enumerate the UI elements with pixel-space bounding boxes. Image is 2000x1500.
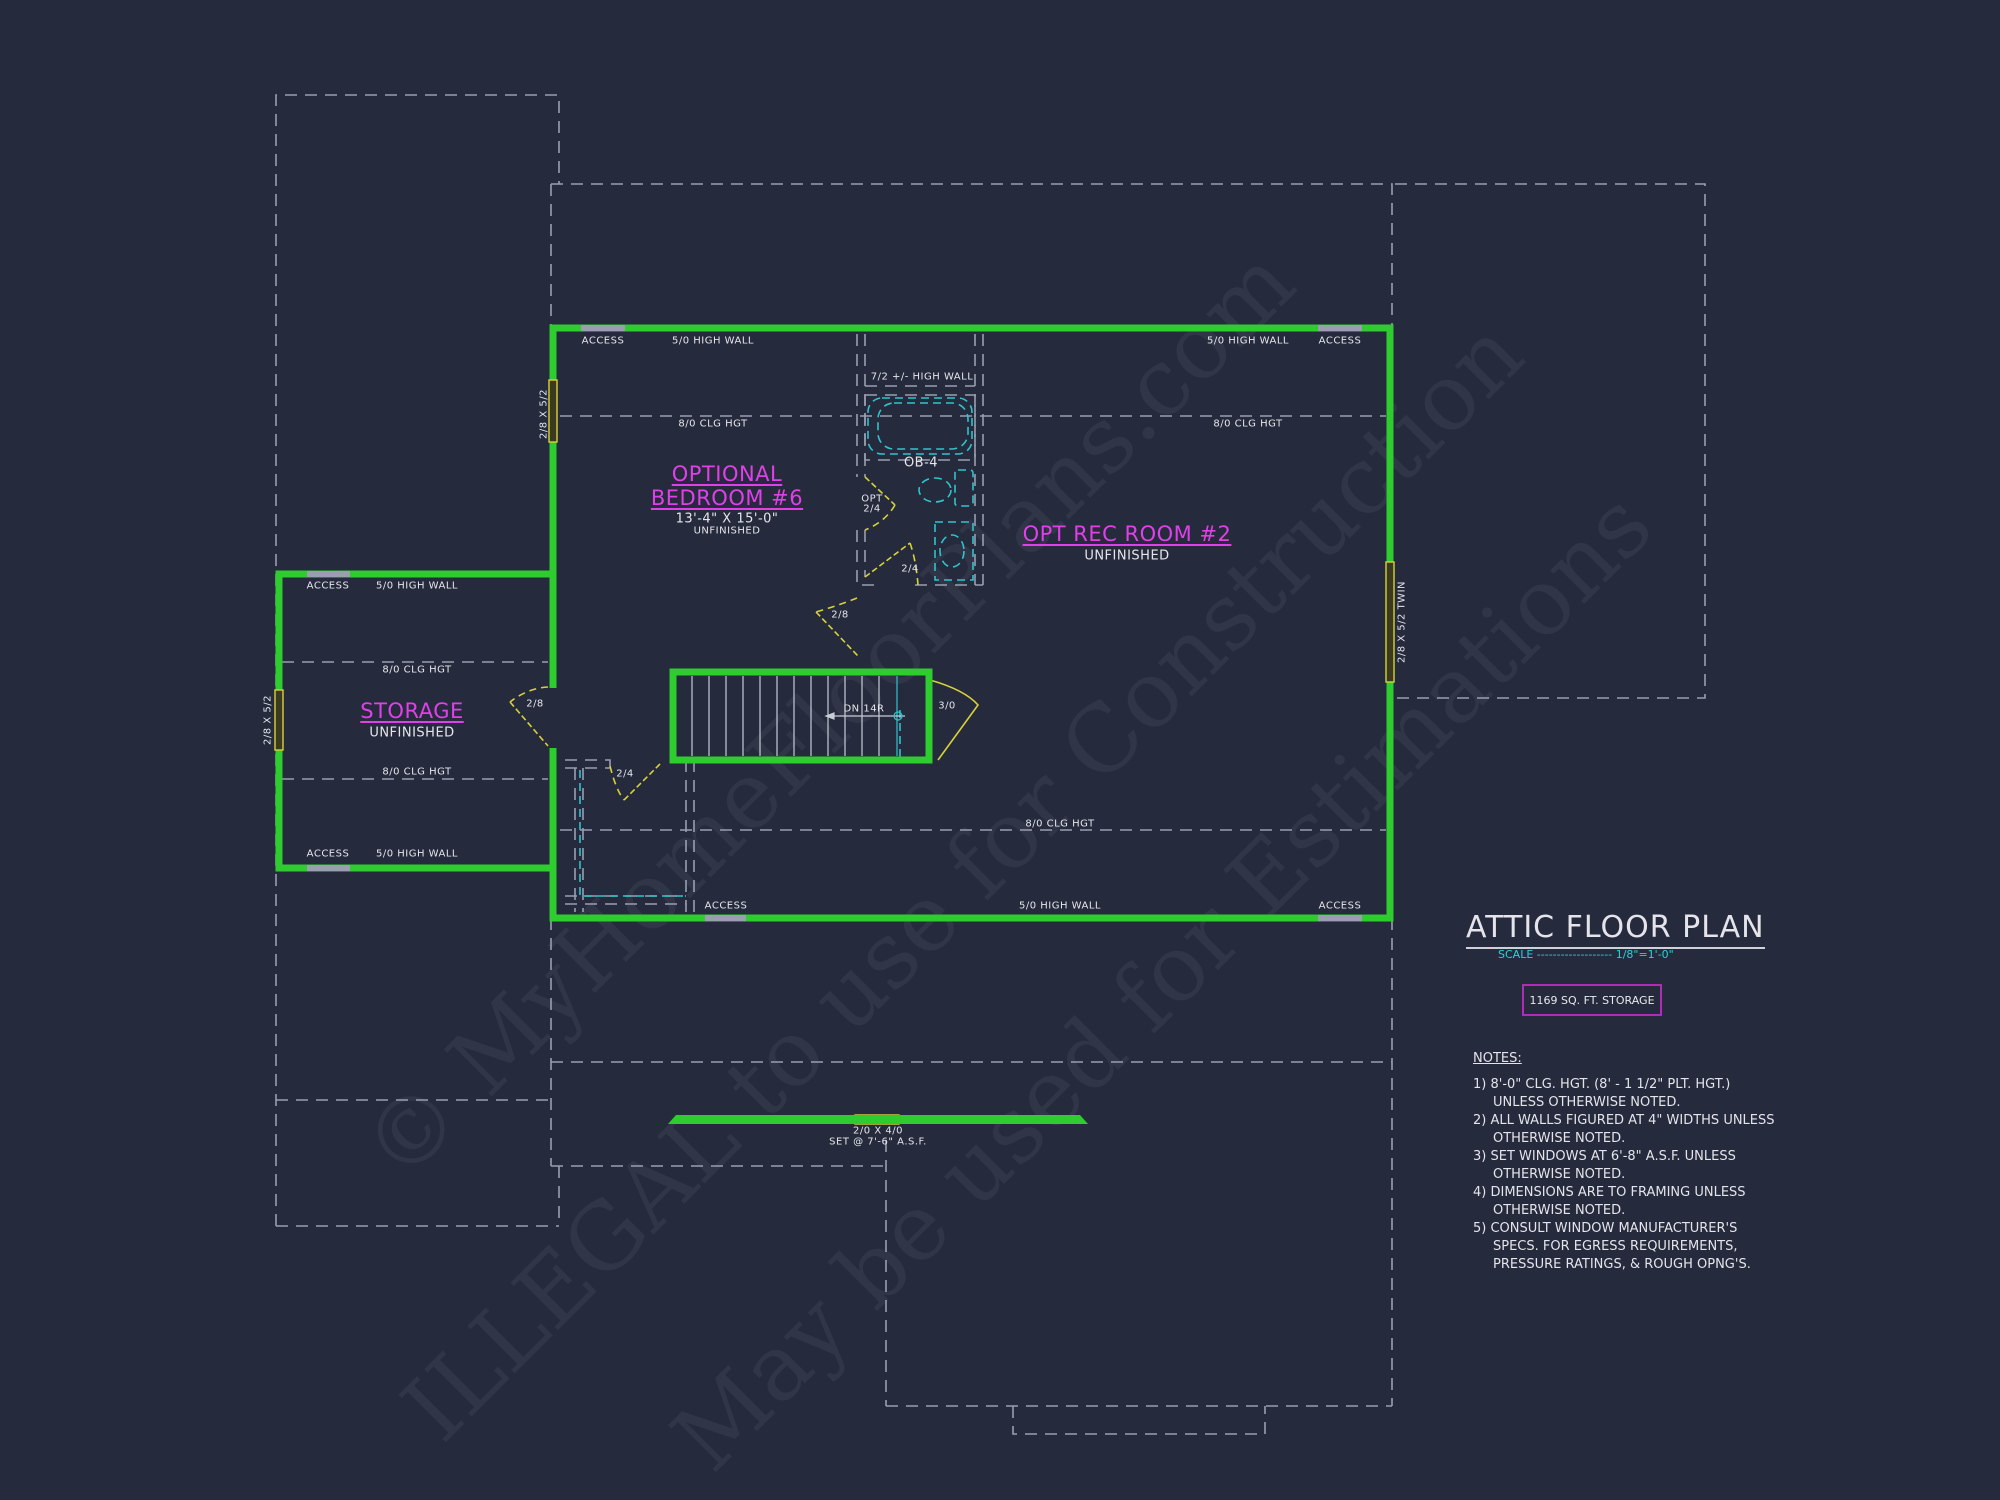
door-label: 2/4 — [616, 768, 634, 780]
door-label: OPT — [861, 493, 883, 505]
high-wall-label: 5/0 HIGH WALL — [375, 848, 459, 860]
room-name-rec-room: OPT REC ROOM #2 — [1022, 522, 1232, 546]
note-item: 5) CONSULT WINDOW MANUFACTURER'S SPECS. … — [1473, 1221, 1751, 1272]
high-wall-label: 5/0 HIGH WALL — [1206, 335, 1290, 347]
stair-label: DN 14R — [843, 703, 885, 715]
high-wall-label: 5/0 HIGH WALL — [671, 335, 755, 347]
access-label: ACCESS — [581, 335, 625, 347]
note-item: 4) DIMENSIONS ARE TO FRAMING UNLESS OTHE… — [1473, 1185, 1746, 1218]
dormer-wall — [668, 1115, 1088, 1124]
drawing-title: ATTIC FLOOR PLAN — [1466, 910, 1765, 949]
door-label: 2/8 — [526, 698, 544, 710]
windows — [274, 379, 1395, 1125]
access-label: ACCESS — [1318, 335, 1362, 347]
stair-treads — [691, 676, 905, 756]
note-item: 2) ALL WALLS FIGURED AT 4" WIDTHS UNLESS… — [1473, 1113, 1775, 1146]
door-label: 2/8 — [831, 609, 849, 621]
clg-hgt-label: 8/0 CLG HGT — [678, 418, 748, 430]
door-label: 2/4 — [863, 503, 881, 515]
area-badge: 1169 SQ. FT. STORAGE — [1522, 984, 1662, 1016]
window-label: SET @ 7'-6" A.S.F. — [829, 1136, 927, 1148]
room-status: UNFINISHED — [369, 725, 455, 741]
access-label: ACCESS — [306, 580, 350, 592]
room-name-storage: STORAGE — [360, 699, 464, 723]
window-label: 2/0 X 4/0 — [853, 1125, 903, 1137]
high-wall-label: 5/0 HIGH WALL — [375, 580, 459, 592]
window-label: 2/8 X 5/2 TWIN — [1396, 581, 1408, 663]
access-label: ACCESS — [704, 900, 748, 912]
scale-label: SCALE ------------------- 1/8"=1'-0" — [1498, 948, 1674, 961]
room-dimensions: 13'-4" X 15'-0" — [675, 511, 779, 527]
room-status: UNFINISHED — [1084, 548, 1170, 564]
door-label: 3/0 — [938, 700, 956, 712]
notes-heading: NOTES: — [1473, 1051, 1522, 1066]
high-wall-label: 5/0 HIGH WALL — [1018, 900, 1102, 912]
bath-wall-note: 7/2 +/- HIGH WALL — [870, 371, 974, 383]
door-label: 2/4 — [901, 563, 919, 575]
clg-hgt-label: 8/0 CLG HGT — [382, 664, 452, 676]
window-label: 2/8 X 5/2 — [262, 695, 274, 745]
note-item: 3) SET WINDOWS AT 6'-8" A.S.F. UNLESS OT… — [1473, 1149, 1736, 1182]
room-name-bedroom: OPTIONAL BEDROOM #6 — [650, 462, 804, 510]
window-label: 2/8 X 5/2 — [538, 389, 550, 439]
note-item: 1) 8'-0" CLG. HGT. (8' - 1 1/2" PLT. HGT… — [1473, 1077, 1731, 1110]
room-status: UNFINISHED — [693, 525, 761, 537]
access-label: ACCESS — [306, 848, 350, 860]
clg-hgt-label: 8/0 CLG HGT — [382, 766, 452, 778]
access-hatches — [307, 325, 1362, 921]
notes-block: NOTES: 1) 8'-0" CLG. HGT. (8' - 1 1/2" P… — [1473, 1050, 1783, 1274]
dashed-outlines — [275, 94, 1706, 1435]
access-label: ACCESS — [1318, 900, 1362, 912]
clg-hgt-label: 8/0 CLG HGT — [1025, 818, 1095, 830]
clg-hgt-label: 8/0 CLG HGT — [1213, 418, 1283, 430]
bath-fixtures — [579, 397, 974, 897]
tub-label: OB-4 — [903, 455, 939, 471]
